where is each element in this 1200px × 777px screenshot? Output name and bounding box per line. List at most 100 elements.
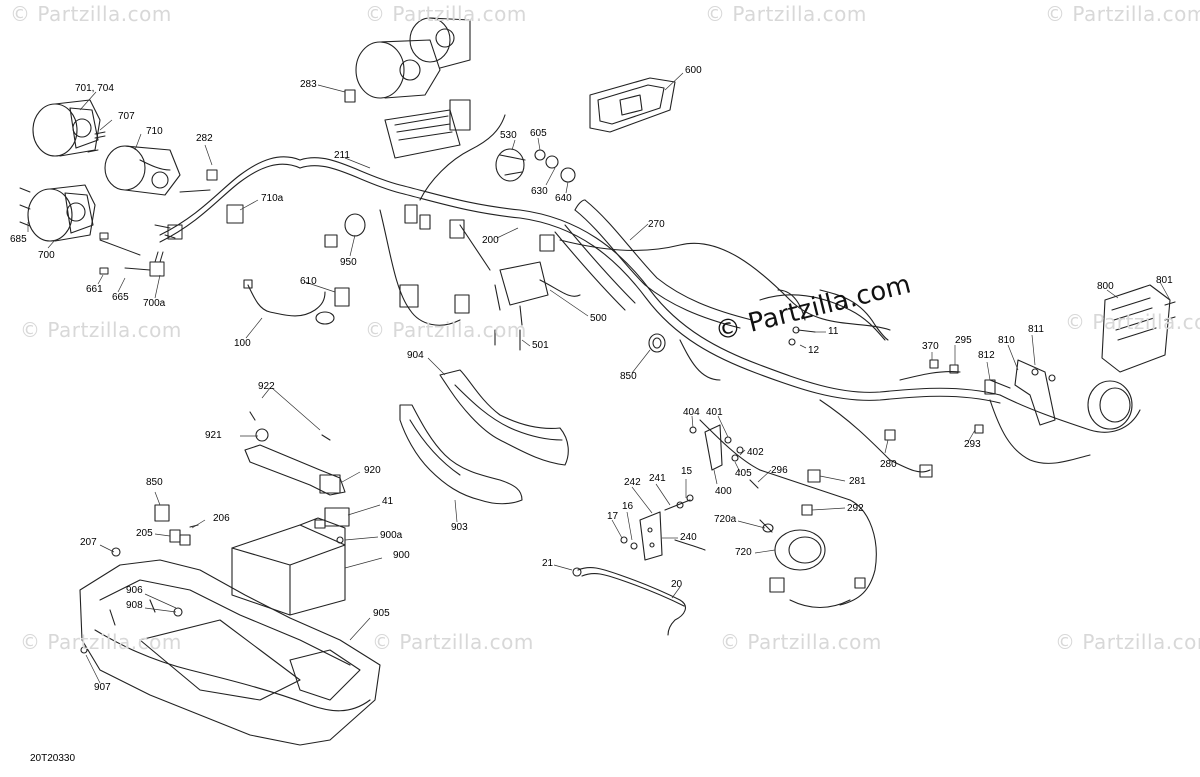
callout-label: 710 (146, 126, 163, 137)
watermark: © Partzilla.com (1065, 310, 1200, 334)
callout-label: 640 (555, 193, 572, 204)
callout-label: 404 (683, 407, 700, 418)
junction-box-500 (494, 261, 581, 351)
callout-label: 293 (964, 439, 981, 450)
module-800 (1101, 284, 1176, 373)
watermark: © Partzilla.com (1045, 2, 1200, 26)
motor-top-center (344, 17, 471, 103)
callout-label: 905 (373, 608, 390, 619)
callout-label: 200 (482, 235, 499, 246)
callout-label: 401 (706, 407, 723, 418)
callout-label: 240 (680, 532, 697, 543)
sensor-wire-100 (243, 279, 350, 325)
callout-label: 296 (771, 465, 788, 476)
callout-label: 605 (530, 128, 547, 139)
bracket-240 (620, 494, 706, 561)
watermark: © Partzilla.com (720, 630, 882, 654)
callout-label: 922 (258, 381, 275, 392)
main-harness (159, 114, 1141, 608)
switch-605-630-640 (534, 149, 576, 183)
headlight-701 (32, 99, 101, 157)
callout-label: 11 (828, 326, 839, 337)
callout-label: 282 (196, 133, 213, 144)
tube-270 (554, 199, 753, 329)
callout-label: 661 (86, 284, 103, 295)
callout-label: 800 (1097, 281, 1114, 292)
callout-label: 904 (407, 350, 424, 361)
callout-label: 906 (126, 585, 143, 596)
callout-label: 400 (715, 486, 732, 497)
callout-label: 41 (382, 496, 394, 507)
callout-label: 850 (620, 371, 637, 382)
watermark: © Partzilla.com (10, 2, 172, 26)
callout-label: 701, 704 (75, 83, 114, 94)
bracket-400 (689, 424, 744, 471)
callout-label: 812 (978, 350, 995, 361)
motor-710 (104, 145, 181, 196)
cable-20 (572, 566, 686, 636)
callout-label: 530 (500, 130, 517, 141)
callout-label: 665 (112, 292, 129, 303)
ecu-block (384, 99, 471, 159)
grommet-850-right (648, 333, 666, 353)
callout-label: 921 (205, 430, 222, 441)
callout-label: 281 (849, 476, 866, 487)
bolts-11-12 (777, 289, 889, 346)
lamp-right (1087, 380, 1133, 430)
watermark: © Partzilla.com (365, 318, 527, 342)
switch-530 (495, 148, 526, 182)
callout-label: 15 (681, 466, 693, 477)
callout-label: 850 (146, 477, 163, 488)
callout-label: 630 (531, 186, 548, 197)
support-904 (439, 369, 569, 466)
watermark: © Partzilla.com (1055, 630, 1200, 654)
callout-label: 270 (648, 219, 665, 230)
battery-900 (231, 507, 350, 616)
gauge-600 (589, 77, 676, 133)
callout-label: 700 (38, 250, 55, 261)
connector-950 (324, 204, 555, 314)
callout-label: 17 (607, 511, 619, 522)
callout-label: 720a (714, 514, 737, 525)
watermark: © Partzilla.com (372, 630, 534, 654)
callout-label: 610 (300, 276, 317, 287)
watermark: © Partzilla.com (20, 318, 182, 342)
callout-label: 292 (847, 503, 864, 514)
headlight-700 (27, 184, 96, 242)
callout-label: 700a (143, 298, 166, 309)
callout-label: 903 (451, 522, 468, 533)
callout-label: 810 (998, 335, 1015, 346)
callout-label: 280 (880, 459, 897, 470)
callout-label: 405 (735, 468, 752, 479)
watermark: © Partzilla.com (705, 2, 867, 26)
watermark: © Partzilla.com (365, 2, 527, 26)
callout-label: 907 (94, 682, 111, 693)
callout-label: 207 (80, 537, 97, 548)
callout-label: 370 (922, 341, 939, 352)
callout-label: 710a (261, 193, 284, 204)
callout-label: 908 (126, 600, 143, 611)
fuse-850-205 (154, 504, 199, 546)
callout-label: 206 (213, 513, 230, 524)
callout-label: 12 (808, 345, 820, 356)
callout-label: 707 (118, 111, 135, 122)
callout-label: 685 (10, 234, 27, 245)
callout-label: 402 (747, 447, 764, 458)
diagram-code: 20T20330 (30, 753, 76, 764)
battery-tray-905 (79, 547, 381, 746)
callout-label: 900 (393, 550, 410, 561)
callout-label: 283 (300, 79, 317, 90)
callout-label: 811 (1028, 324, 1044, 335)
callout-label: 950 (340, 257, 357, 268)
callout-label: 501 (532, 340, 549, 351)
watermark: © Partzilla.com (20, 630, 182, 654)
callout-label: 241 (649, 473, 666, 484)
callout-label: 242 (624, 477, 641, 488)
callout-label: 295 (955, 335, 972, 346)
callout-label: 20 (671, 579, 683, 590)
strap-920 (244, 411, 346, 496)
callout-label: 205 (136, 528, 153, 539)
callout-label: 100 (234, 338, 251, 349)
callout-label: 900a (380, 530, 403, 541)
